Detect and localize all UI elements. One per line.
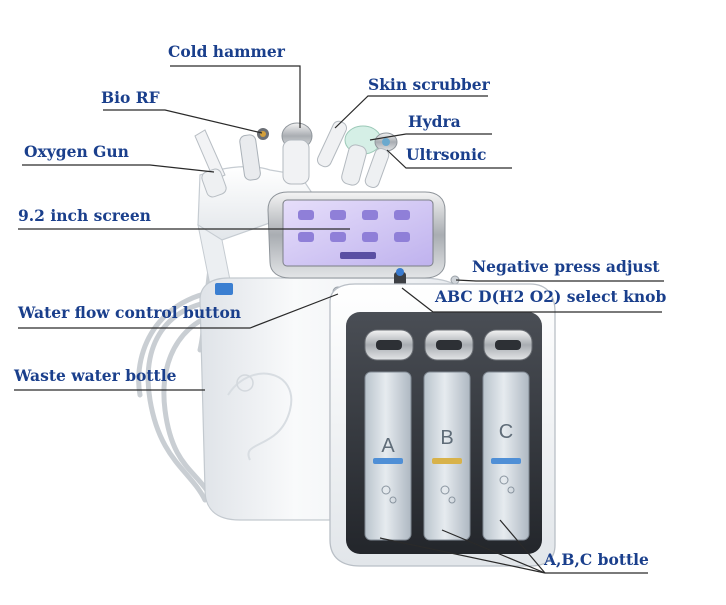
callout-skin-scrubber: Skin scrubber (368, 75, 490, 94)
leader-abc-bottle-c (499, 519, 546, 574)
callout-screen: 9.2 inch screen (18, 206, 151, 225)
bottles: A B C (364, 371, 530, 541)
leader-select-knob (401, 287, 662, 313)
leader-negative-press (455, 279, 664, 282)
leader-ultrasonic (386, 149, 512, 169)
callout-water-flow: Water flow control button (18, 303, 242, 322)
callout-negative-press: Negative press adjust (472, 257, 660, 276)
leader-oxygen-gun (22, 164, 215, 173)
callout-select-knob: ABC D(H2 O2) select knob (435, 287, 667, 306)
callout-abc-bottle: A,B,C bottle (544, 550, 649, 569)
callout-ultrasonic: Ultrsonic (406, 145, 487, 164)
leader-bio-rf (103, 109, 263, 134)
leader-abc-bottle-a (379, 537, 546, 574)
leader-hydra (369, 133, 492, 141)
bottle-letter-b: B (440, 427, 453, 449)
leader-water-flow (18, 293, 339, 329)
leader-skin-scrubber (334, 95, 488, 129)
leader-lines (14, 65, 664, 574)
callout-hydra: Hydra (408, 112, 461, 131)
callout-oxygen-gun: Oxygen Gun (24, 142, 129, 161)
touch-screen (267, 191, 446, 279)
callout-bio-rf: Bio RF (101, 88, 160, 107)
leader-abc-bottle-b (441, 529, 546, 574)
callout-waste-bottle: Waste water bottle (14, 366, 177, 385)
leader-cold-hammer (170, 65, 301, 128)
callout-cold-hammer: Cold hammer (168, 42, 285, 61)
handpieces (194, 120, 398, 198)
bottle-letter-a: A (381, 435, 395, 457)
bottle-letter-c: C (499, 421, 513, 443)
